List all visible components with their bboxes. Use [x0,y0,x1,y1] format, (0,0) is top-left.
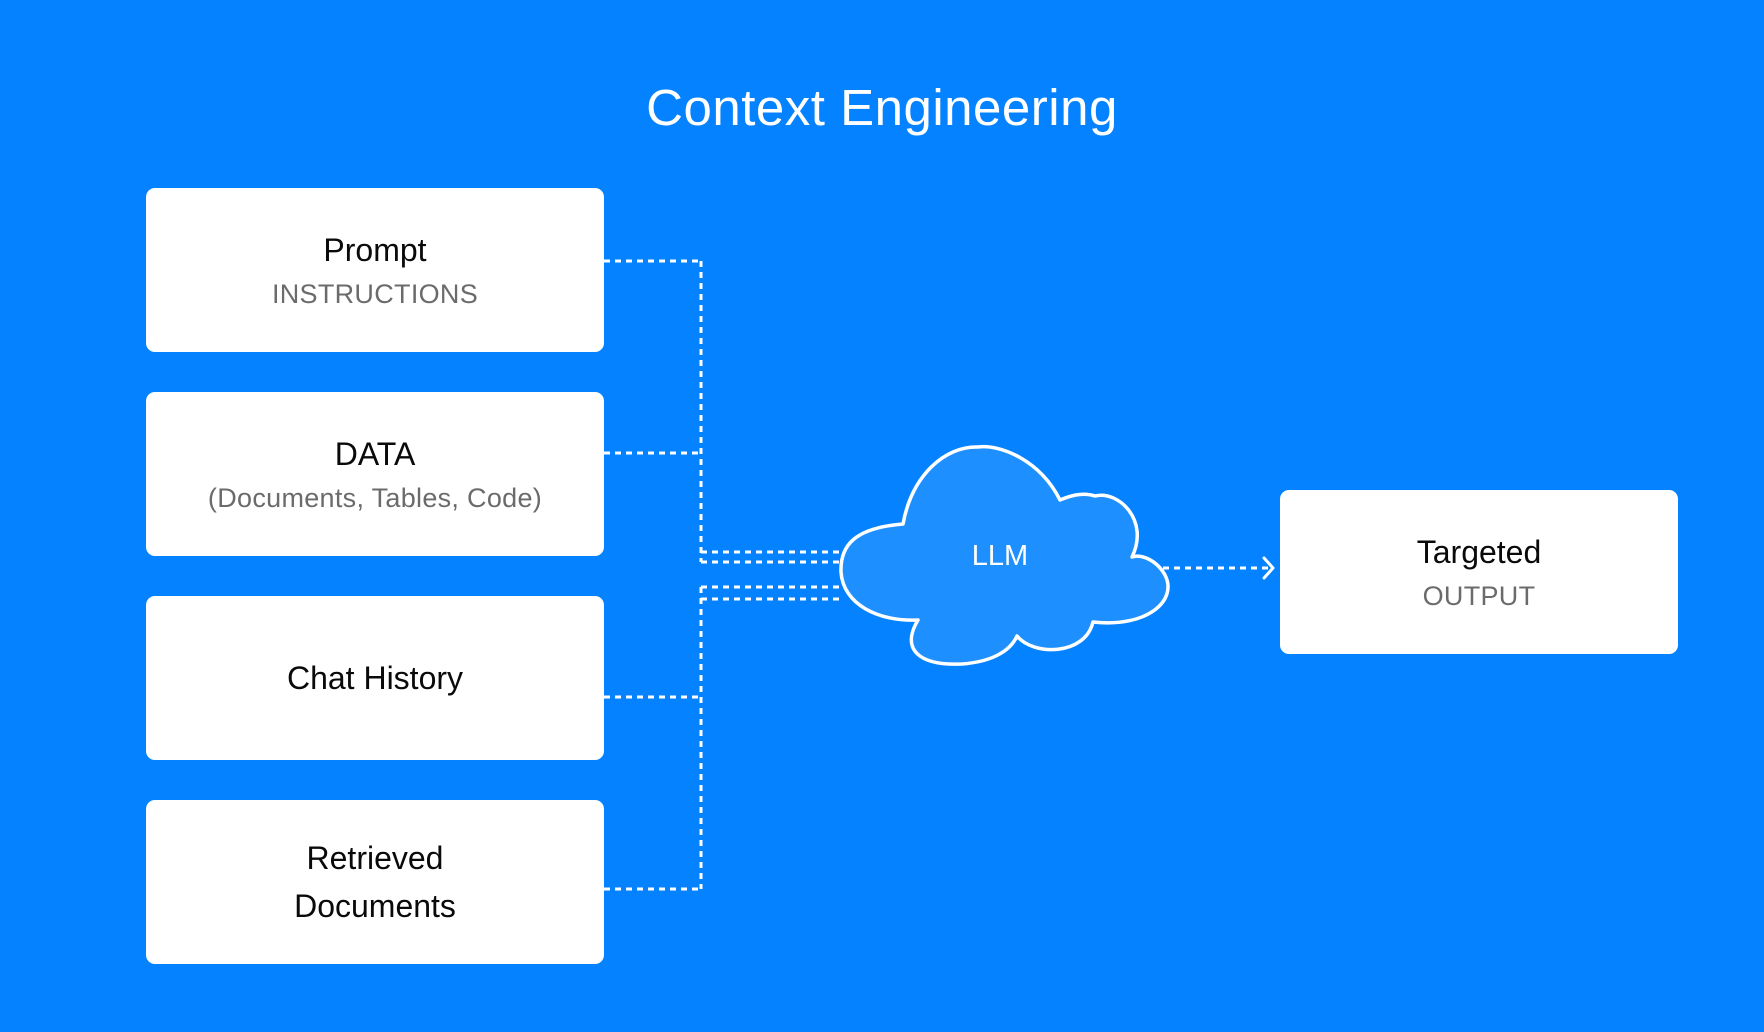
box-subtitle: INSTRUCTIONS [271,279,479,309]
box-title: Retrieved [306,840,444,876]
box-title-line2: Documents [294,888,456,924]
box-title: Prompt [323,232,427,268]
box-title: Chat History [286,660,464,696]
input-box-data: DATA (Documents, Tables, Code) [146,392,604,556]
output-box: Targeted OUTPUT [1280,490,1678,654]
box-subtitle: OUTPUT [1422,581,1536,611]
input-box-prompt: Prompt INSTRUCTIONS [146,188,604,352]
box-title: Targeted [1416,534,1542,570]
input-box-retrieved-documents: Retrieved Documents [146,800,604,964]
box-subtitle: (Documents, Tables, Code) [207,483,543,513]
llm-label: LLM [971,540,1029,572]
cloud-icon [839,444,1170,666]
diagram-title: Context Engineering [646,79,1118,136]
box-title: DATA [334,436,416,472]
arrow-head-icon [1262,556,1275,580]
input-box-chat-history: Chat History [146,596,604,760]
